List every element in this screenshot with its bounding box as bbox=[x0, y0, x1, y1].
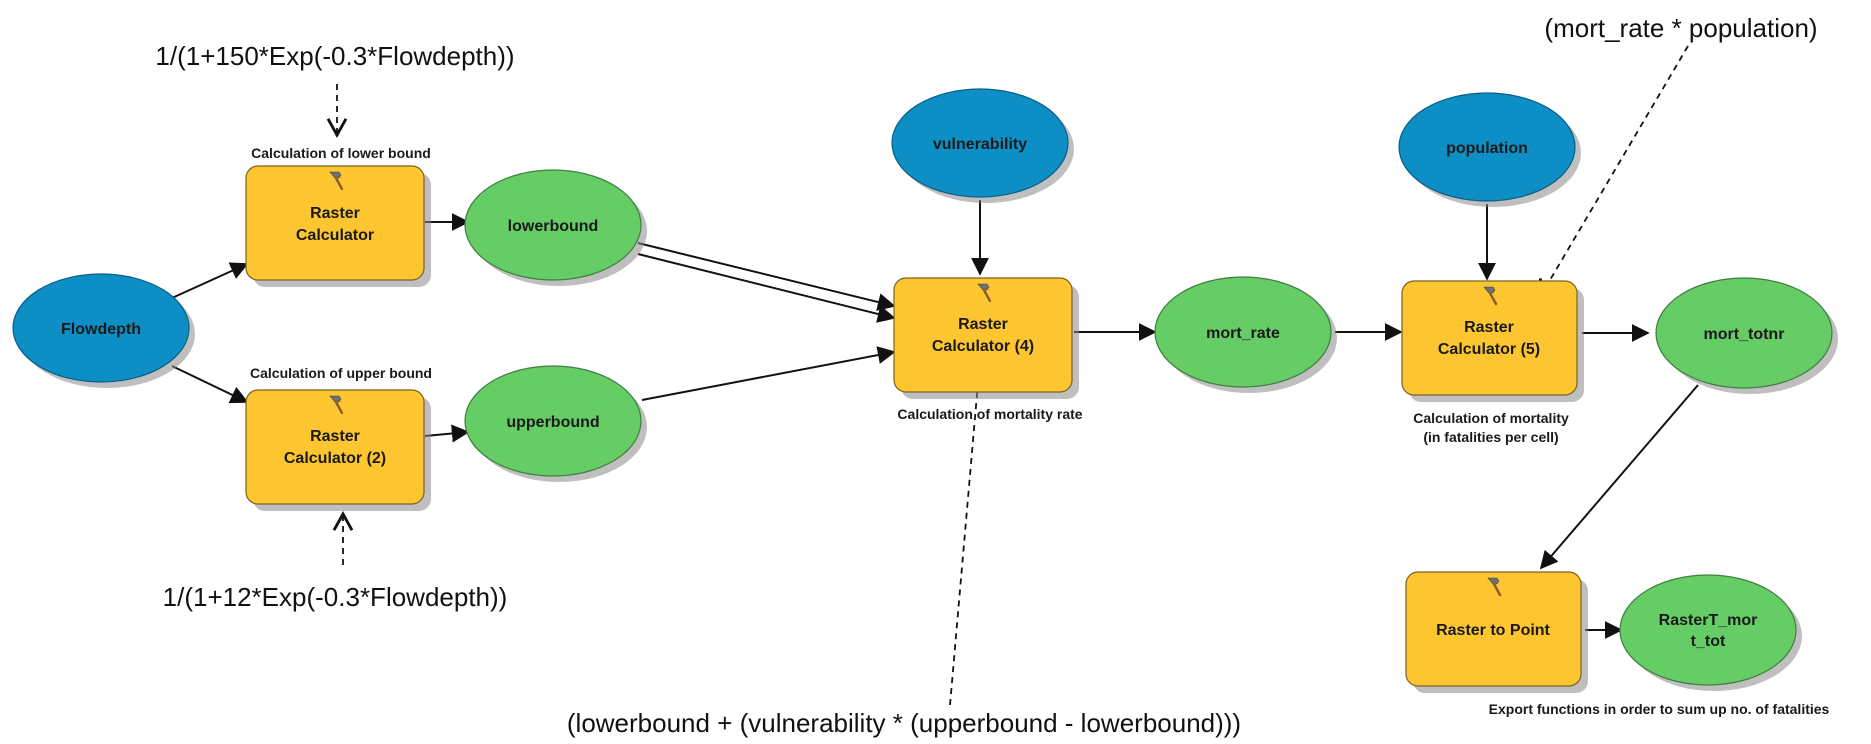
vulnerability-node[interactable]: vulnerability bbox=[891, 88, 1074, 203]
raster-calculator-node[interactable]: Raster Calculator bbox=[245, 165, 431, 287]
rc1-line1: Raster bbox=[310, 205, 360, 222]
raster-calculator-5-node[interactable]: Raster Calculator (5) bbox=[1401, 280, 1584, 402]
mort-rate-label: mort_rate bbox=[1206, 325, 1280, 342]
edge-flowdepth-rc1 bbox=[171, 262, 249, 299]
dashed-formula-total bbox=[1538, 45, 1689, 300]
population-node[interactable]: population bbox=[1398, 92, 1581, 207]
rastert-line1: RasterT_mor bbox=[1659, 612, 1758, 629]
rc5-line2: Calculator (5) bbox=[1438, 341, 1540, 358]
rc4-line1: Raster bbox=[958, 316, 1008, 333]
edge-flowdepth-rc2 bbox=[171, 365, 249, 404]
edge-lowerbound-rc4-b bbox=[637, 253, 896, 323]
flowdepth-node[interactable]: Flowdepth bbox=[12, 273, 195, 388]
edges bbox=[171, 200, 1699, 639]
mort-totnr-label: mort_totnr bbox=[1704, 326, 1785, 343]
caption-mortality-line2: (in fatalities per cell) bbox=[1423, 429, 1558, 445]
upperbound-node[interactable]: upperbound bbox=[464, 365, 647, 482]
flowdepth-label: Flowdepth bbox=[61, 321, 141, 338]
population-label: population bbox=[1446, 140, 1528, 157]
vulnerability-label: vulnerability bbox=[933, 136, 1027, 153]
edge-morttotnr-r2p bbox=[1539, 384, 1699, 570]
lowerbound-label: lowerbound bbox=[508, 218, 599, 235]
rastert-line2: t_tot bbox=[1691, 633, 1726, 650]
edge-upperbound-rc4 bbox=[641, 346, 896, 401]
upperbound-label: upperbound bbox=[506, 414, 599, 431]
mort-totnr-node[interactable]: mort_totnr bbox=[1655, 277, 1838, 394]
rc5-line1: Raster bbox=[1464, 319, 1514, 336]
caption-export: Export functions in order to sum up no. … bbox=[1489, 701, 1830, 717]
edge-lowerbound-rc4-a bbox=[637, 242, 896, 311]
formula-mortality-total: (mort_rate * population) bbox=[1544, 13, 1817, 43]
caption-mortality-line1: Calculation of mortality bbox=[1413, 410, 1569, 426]
rastert-mort-tot-node[interactable]: RasterT_mor t_tot bbox=[1619, 574, 1802, 691]
raster-calculator-4-node[interactable]: Raster Calculator (4) bbox=[893, 277, 1079, 399]
lowerbound-node[interactable]: lowerbound bbox=[464, 169, 647, 286]
raster-calculator-2-node[interactable]: Raster Calculator (2) bbox=[245, 389, 431, 511]
rc2-line1: Raster bbox=[310, 428, 360, 445]
edge-rc2-upperbound bbox=[424, 424, 470, 443]
caption-upper-bound: Calculation of upper bound bbox=[250, 365, 432, 381]
formula-mortality-rate: (lowerbound + (vulnerability * (upperbou… bbox=[567, 708, 1241, 738]
caption-lower-bound: Calculation of lower bound bbox=[251, 145, 431, 161]
rc1-line2: Calculator bbox=[296, 227, 374, 244]
rc2-line2: Calculator (2) bbox=[284, 450, 386, 467]
mort-rate-node[interactable]: mort_rate bbox=[1154, 276, 1337, 393]
annotation-edges bbox=[326, 45, 1689, 706]
formula-lower-bound: 1/(1+150*Exp(-0.3*Flowdepth)) bbox=[155, 41, 514, 71]
rc4-line2: Calculator (4) bbox=[932, 338, 1034, 355]
formula-upper-bound: 1/(1+12*Exp(-0.3*Flowdepth)) bbox=[163, 582, 508, 612]
r2p-label: Raster to Point bbox=[1436, 622, 1550, 639]
dashed-formula-rate bbox=[949, 357, 989, 706]
caption-mortality-rate: Calculation of mortality rate bbox=[897, 406, 1082, 422]
raster-to-point-node[interactable]: Raster to Point bbox=[1405, 571, 1588, 693]
